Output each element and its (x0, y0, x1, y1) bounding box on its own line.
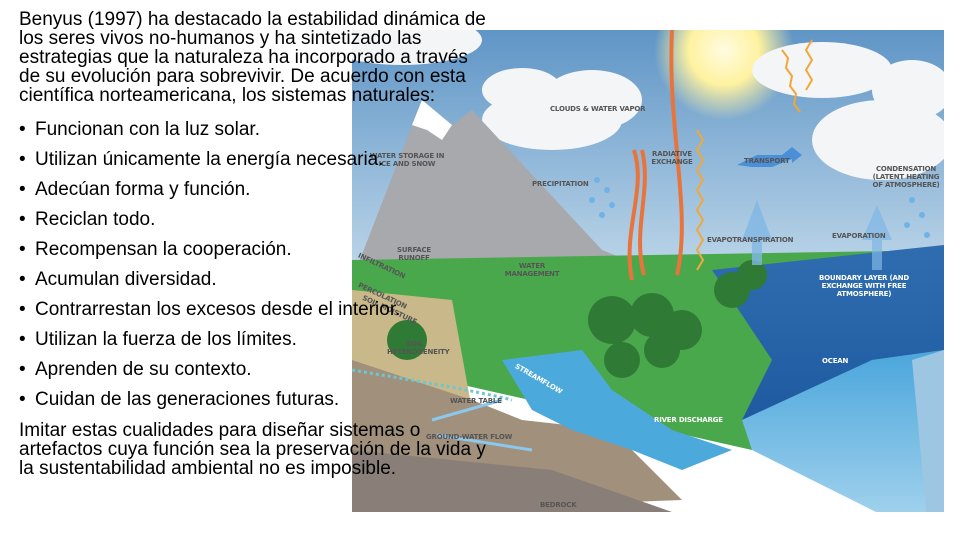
label-transport: TRANSPORT (744, 157, 790, 165)
label-boundary-layer: BOUNDARY LAYER (AND EXCHANGE WITH FREE A… (819, 274, 909, 298)
bullet-item: Acumulan diversidad. (19, 265, 489, 295)
label-ocean: OCEAN (822, 357, 849, 365)
bullet-list: Funcionan con la luz solar. Utilizan úni… (19, 115, 489, 415)
clouds (352, 30, 944, 180)
bullet-item: Utilizan la fuerza de los límites. (19, 325, 489, 355)
label-bedrock: BEDROCK (540, 501, 577, 509)
label-evapotranspiration: EVAPOTRANSPIRATION (707, 236, 794, 244)
bullet-item: Utilizan únicamente la energía necesaria… (19, 145, 489, 175)
intro-paragraph: Benyus (1997) ha destacado la estabilida… (19, 9, 486, 106)
water-cycle-diagram: CLOUDS & WATER VAPOR WATER STORAGE IN IC… (352, 30, 944, 512)
bullet-item: Aprenden de su contexto. (19, 355, 489, 385)
radiation-arrows (627, 30, 684, 281)
bullet-item: Reciclan todo. (19, 205, 489, 235)
label-clouds: CLOUDS & WATER VAPOR (550, 105, 646, 113)
bullet-item: Funcionan con la luz solar. (19, 115, 489, 145)
label-ground-water-flow: GROUND-WATER FLOW (426, 433, 513, 441)
bullet-item: Adecúan forma y función. (19, 175, 489, 205)
sun (654, 30, 794, 120)
label-radiative-exchange: RADIATIVE EXCHANGE (651, 150, 693, 166)
transport-arrow (737, 147, 802, 167)
ocean (712, 245, 944, 420)
raindrops (589, 177, 930, 238)
water-cycle-illustration (352, 30, 944, 512)
label-water-management: WATER MANAGEMENT (504, 262, 560, 278)
label-condensation: CONDENSATION (LATENT HEATING OF ATMOSPHE… (872, 165, 940, 189)
label-evaporation: EVAPORATION (832, 232, 886, 240)
label-precipitation: PRECIPITATION (532, 180, 589, 188)
bullet-item: Contrarrestan los excesos desde el inter… (19, 295, 489, 325)
stream (502, 350, 732, 470)
conclusion-paragraph: Imitar estas cualidades para diseñar sis… (19, 420, 486, 479)
label-river-discharge: RIVER DISCHARGE (654, 416, 723, 424)
bullet-item: Cuidan de las generaciones futuras. (19, 385, 489, 415)
bullet-item: Recompensan la cooperación. (19, 235, 489, 265)
slide-text: Benyus (1997) ha destacado la estabilida… (19, 10, 489, 478)
